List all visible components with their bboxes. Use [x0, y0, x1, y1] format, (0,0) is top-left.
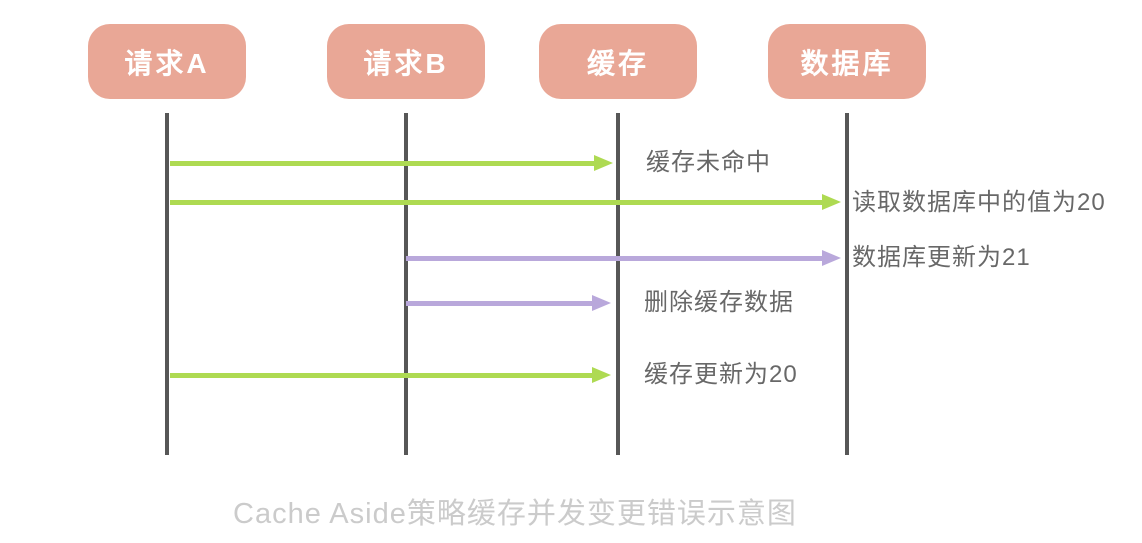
actor-label: 缓存	[586, 47, 649, 79]
message-label-3: 数据库更新为21	[852, 244, 1031, 271]
message-arrow-4	[406, 301, 593, 306]
arrowhead-icon	[822, 250, 841, 266]
message-label-1: 缓存未命中	[646, 149, 771, 176]
actor-box-request-b: 请求B	[327, 24, 485, 99]
lifeline-cache	[616, 113, 620, 455]
arrowhead-icon	[592, 367, 611, 383]
message-arrow-1	[170, 161, 595, 166]
lifeline-request-a	[165, 113, 169, 455]
diagram-title: Cache Aside策略缓存并发变更错误示意图	[233, 498, 797, 530]
actor-box-request-a: 请求A	[88, 24, 246, 99]
message-arrow-3	[406, 256, 823, 261]
message-arrow-2	[170, 200, 823, 205]
actor-box-database: 数据库	[768, 24, 926, 99]
arrowhead-icon	[822, 194, 841, 210]
lifeline-request-b	[404, 113, 408, 455]
arrowhead-icon	[594, 155, 613, 171]
actor-label: 数据库	[800, 47, 894, 79]
message-arrow-5	[170, 373, 593, 378]
message-label-5: 缓存更新为20	[644, 361, 798, 388]
actor-box-cache: 缓存	[539, 24, 697, 99]
lifeline-database	[845, 113, 849, 455]
actor-label: 请求B	[363, 47, 449, 79]
message-label-2: 读取数据库中的值为20	[852, 189, 1106, 216]
arrowhead-icon	[592, 295, 611, 311]
message-label-4: 删除缓存数据	[644, 289, 794, 316]
actor-label: 请求A	[124, 47, 210, 79]
